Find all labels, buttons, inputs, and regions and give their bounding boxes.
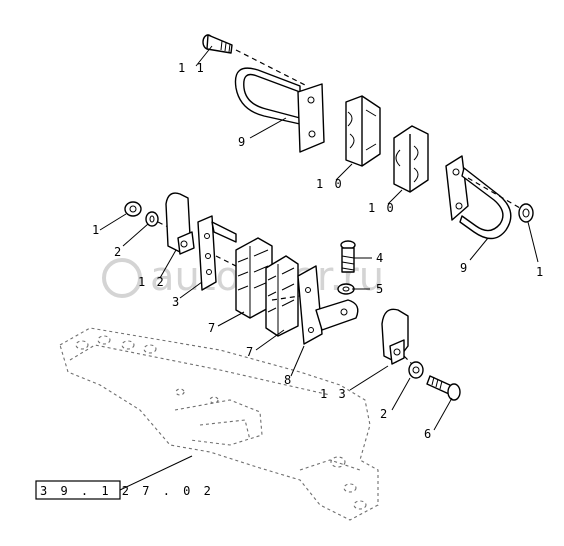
- reference-box: 3 9 . 1 2 7 . 0 2: [35, 480, 214, 500]
- callout-9-left: 9: [238, 135, 247, 149]
- callout-5: 5: [376, 282, 385, 296]
- callout-6: 6: [424, 427, 433, 441]
- spacer-7-b: [265, 255, 299, 337]
- callout-10-upper: 1 0: [316, 177, 344, 191]
- callout-2-left: 2: [114, 245, 123, 259]
- callout-11: 1 1: [178, 61, 206, 75]
- bolt-4: [340, 240, 356, 273]
- nut-1-right: [518, 203, 534, 223]
- nut-1-left: [124, 201, 142, 217]
- u-bolt-9-right: [445, 155, 512, 240]
- callout-3: 3: [172, 295, 181, 309]
- washer-2-bottom: [408, 361, 424, 379]
- reference-code: 3 9 . 1 2 7 . 0 2: [40, 484, 214, 498]
- callout-labels: 1 1 9 1 0 1 0 9 1 1 2 1 2 3 7 7 4 5 8 1 …: [92, 61, 545, 441]
- callout-2-bottom: 2: [380, 407, 389, 421]
- washer-5: [337, 283, 355, 295]
- callout-7-b: 7: [246, 345, 255, 359]
- bolt-6: [426, 375, 461, 401]
- callout-1-left: 1: [92, 223, 101, 237]
- u-bolt-9-left: [234, 67, 325, 153]
- clamp-block-10-lower: [393, 125, 429, 193]
- plate-3: [197, 215, 237, 291]
- callout-10-lower: 1 0: [368, 201, 396, 215]
- washer-2-left: [145, 211, 159, 227]
- callout-4: 4: [376, 251, 385, 265]
- callout-12: 1 2: [138, 275, 166, 289]
- callout-7-a: 7: [208, 321, 217, 335]
- bracket-12: [165, 192, 195, 255]
- clamp-block-10-upper: [345, 95, 381, 167]
- callout-8: 8: [284, 373, 293, 387]
- bracket-13: [381, 308, 409, 365]
- callout-9-right: 9: [460, 261, 469, 275]
- axle-housing: [59, 327, 379, 521]
- callout-1-right: 1: [536, 265, 545, 279]
- bolt-11: [202, 34, 233, 54]
- bracket-8: [297, 265, 359, 345]
- leader-lines: [99, 45, 539, 491]
- callout-13: 1 3: [320, 387, 348, 401]
